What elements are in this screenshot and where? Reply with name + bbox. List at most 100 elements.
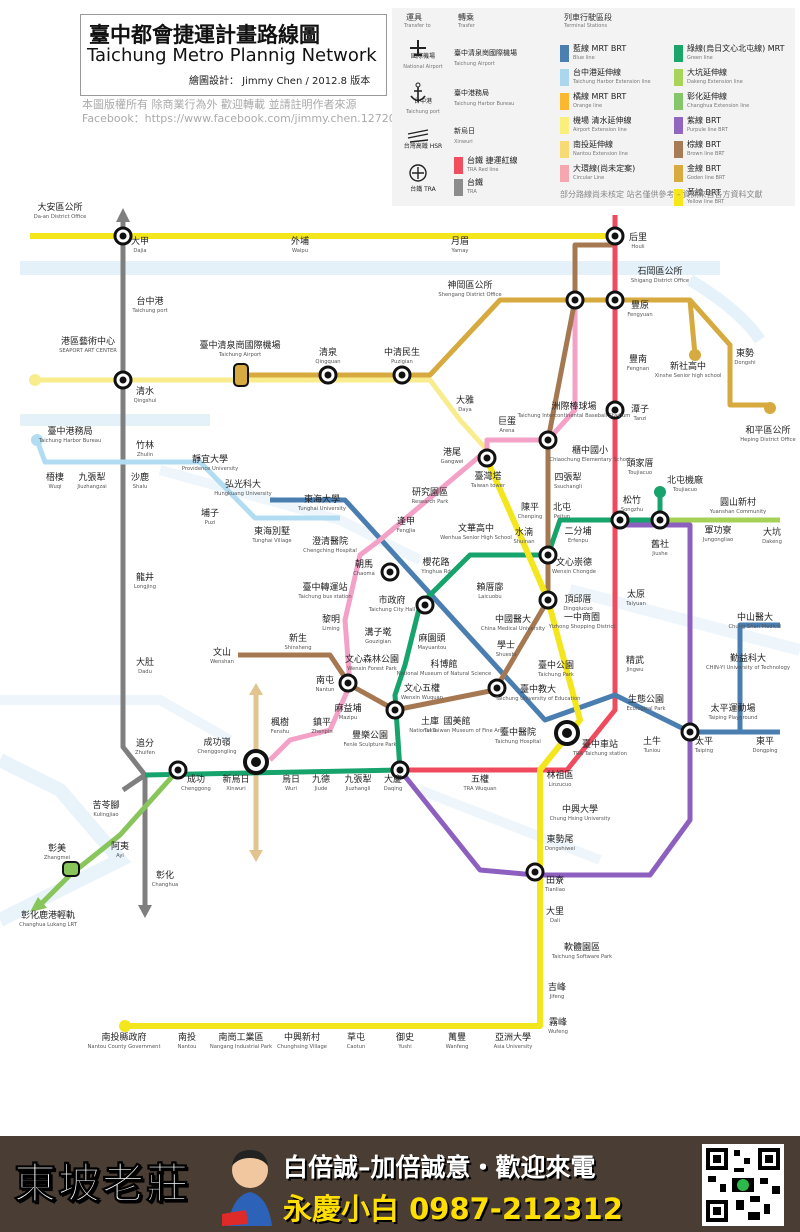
qr-code[interactable] [702,1144,784,1226]
ad-phone[interactable]: 永慶小白 0987-212312 [283,1192,623,1226]
